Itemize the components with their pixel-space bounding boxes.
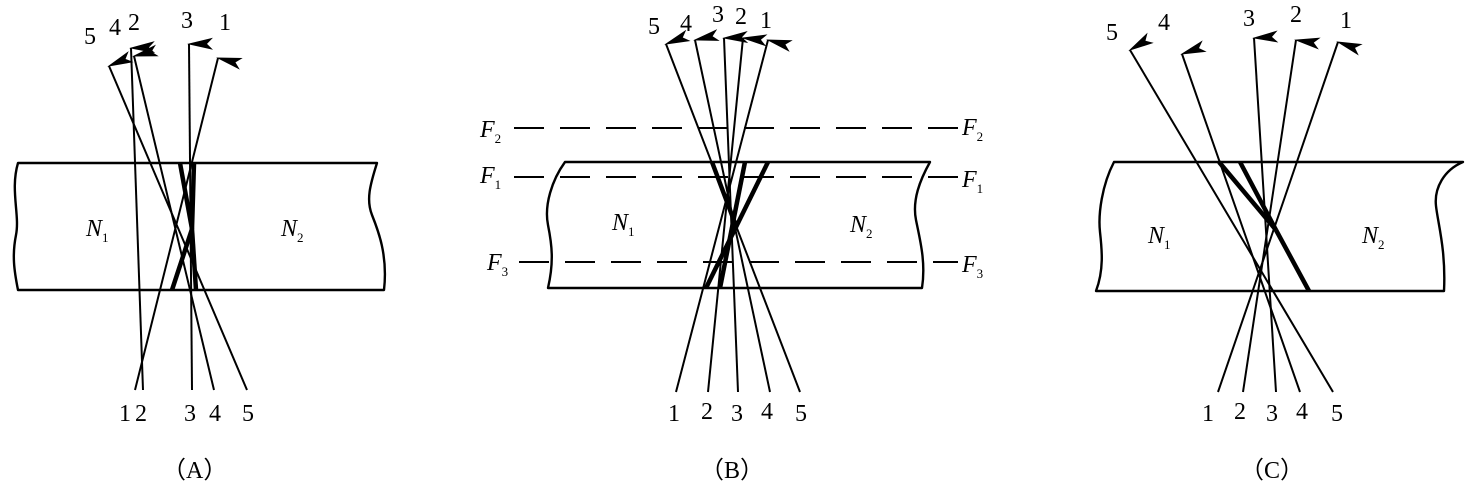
top-number: 2 <box>1290 2 1302 28</box>
top-number: 3 <box>181 8 193 34</box>
ray-2 <box>129 41 156 391</box>
bottom-number: 5 <box>795 401 807 427</box>
bottom-number: 5 <box>1331 401 1343 427</box>
ray-5 <box>107 51 248 391</box>
bold-segment <box>1274 228 1311 293</box>
ray-1 <box>1217 41 1363 393</box>
region-n1-label: N1 <box>1147 223 1171 252</box>
layer-outline <box>545 160 932 290</box>
top-number: 5 <box>84 24 96 50</box>
bold-segment <box>189 228 199 291</box>
bottom-number: 4 <box>761 399 773 425</box>
bottom-number: 3 <box>1266 401 1278 427</box>
top-number: 3 <box>1243 6 1255 32</box>
ray-1 <box>675 39 793 393</box>
top-number: 2 <box>735 4 747 30</box>
bottom-number: 3 <box>184 401 196 427</box>
bold-segment <box>1238 160 1278 232</box>
layer-outline <box>12 161 387 292</box>
region-n2-label: N2 <box>280 216 304 245</box>
ray-5 <box>1128 32 1334 393</box>
focal-label-f1-left: F1 <box>479 163 501 192</box>
bold-segment <box>1217 160 1278 232</box>
top-number: 3 <box>712 2 724 28</box>
ray-4 <box>132 44 215 391</box>
bold-segment <box>169 228 195 291</box>
bottom-number: 1 <box>119 401 131 427</box>
region-n1-label: N1 <box>611 210 635 239</box>
layer-outline <box>1094 160 1465 293</box>
top-number: 4 <box>680 11 692 37</box>
top-number: 4 <box>1158 10 1170 36</box>
bottom-number: 1 <box>668 401 680 427</box>
caption-c: （C） <box>1240 458 1304 483</box>
bold-segment <box>709 161 739 227</box>
bold-segment <box>177 162 195 230</box>
bottom-number: 4 <box>209 401 221 427</box>
top-number: 5 <box>1106 20 1118 46</box>
focal-label-f3-right: F3 <box>961 252 983 281</box>
bottom-number: 1 <box>1202 401 1214 427</box>
top-number: 1 <box>1340 8 1352 34</box>
top-number: 2 <box>128 10 140 36</box>
ray-2 <box>707 34 768 393</box>
top-number: 1 <box>760 8 772 34</box>
focal-label-f1-right: F1 <box>961 167 983 196</box>
bold-segment <box>717 161 748 289</box>
bold-segment <box>189 162 197 230</box>
bottom-number: 2 <box>1234 399 1246 425</box>
panel-a: 5 4 2 3 1 1 2 3 4 5 N1 N2 （A） <box>12 8 387 483</box>
panel-c: 5 4 3 2 1 1 2 3 4 5 N1 N2 （C） <box>1094 2 1465 483</box>
top-number: 5 <box>648 14 660 40</box>
region-n2-label: N2 <box>1361 223 1385 252</box>
caption-b: （B） <box>700 458 764 483</box>
bottom-number: 4 <box>1296 399 1308 425</box>
region-n2-label: N2 <box>849 212 873 241</box>
focal-label-f3-left: F3 <box>486 250 508 279</box>
caption-a: （A） <box>162 458 227 483</box>
bottom-number: 2 <box>135 401 147 427</box>
bottom-number: 3 <box>731 401 743 427</box>
bottom-number: 5 <box>242 401 254 427</box>
top-number: 4 <box>109 15 121 41</box>
ray-4 <box>1180 40 1301 393</box>
focal-label-f2-left: F2 <box>479 117 501 146</box>
top-number: 1 <box>219 10 231 36</box>
bottom-number: 2 <box>701 399 713 425</box>
panel-b: 5 4 3 2 1 1 2 3 4 5 N1 N2 F2 F1 F3 F2 F1… <box>479 2 983 483</box>
region-n1-label: N1 <box>85 216 109 245</box>
focal-label-f2-right: F2 <box>961 115 983 144</box>
